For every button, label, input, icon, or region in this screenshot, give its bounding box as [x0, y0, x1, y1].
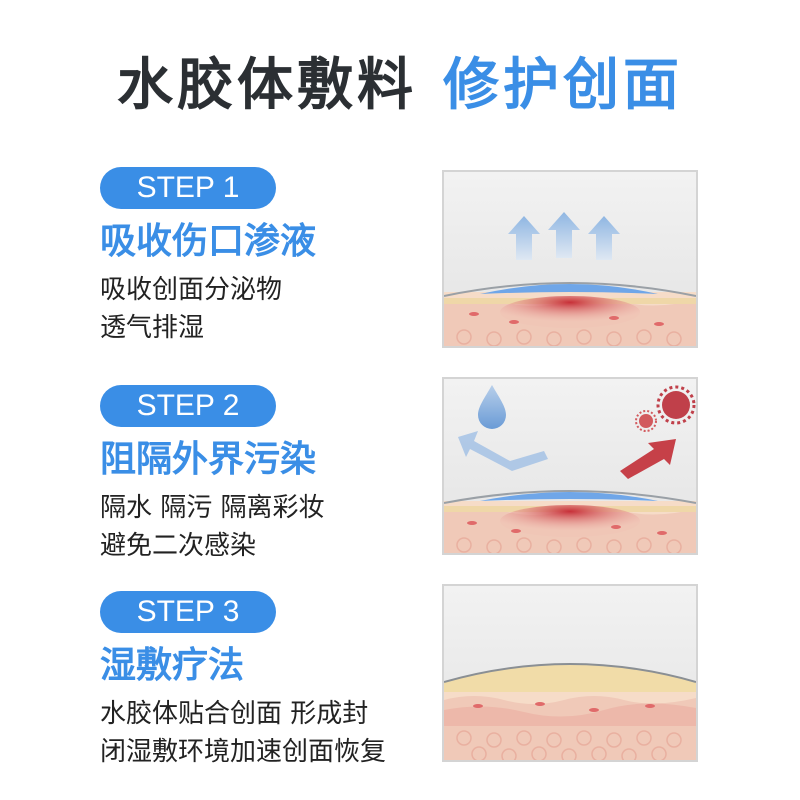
step-2-description: 隔水 隔污 隔离彩妆 避免二次感染 — [100, 489, 420, 565]
step-1-line-1: 吸收创面分泌物 — [100, 275, 283, 305]
step-1: STEP 1 吸收伤口渗液 吸收创面分泌物 透气排湿 — [100, 167, 420, 347]
step-3: STEP 3 湿敷疗法 水胶体贴合创面 形成封 闭湿敷环境加速创面恢复 — [100, 591, 420, 771]
step-2-badge: STEP 2 — [100, 385, 276, 427]
barrier-diagram — [444, 379, 696, 553]
step-2-line-1: 隔水 隔污 隔离彩妆 — [100, 493, 325, 523]
step-1-line-2: 透气排湿 — [100, 313, 205, 343]
page-title: 水胶体敷料修护创面 — [0, 40, 800, 121]
step-2: STEP 2 阻隔外界污染 隔水 隔污 隔离彩妆 避免二次感染 — [100, 385, 420, 565]
water-drop-icon — [478, 385, 506, 429]
step-1-heading: 吸收伤口渗液 — [100, 221, 317, 262]
absorb-diagram — [444, 172, 696, 346]
step-1-badge: STEP 1 — [100, 167, 276, 209]
step-3-line-2: 闭湿敷环境加速创面恢复 — [100, 737, 387, 767]
step-1-description: 吸收创面分泌物 透气排湿 — [100, 271, 420, 347]
step-2-heading: 阻隔外界污染 — [100, 439, 317, 480]
step-3-badge: STEP 3 — [100, 591, 276, 633]
up-arrow-icon — [508, 212, 620, 260]
step-1-illustration — [442, 170, 698, 348]
bounce-arrow-icon — [458, 431, 548, 471]
moist-healing-diagram — [444, 586, 696, 760]
step-3-heading: 湿敷疗法 — [100, 645, 245, 686]
step-3-illustration — [442, 584, 698, 762]
title-highlight: 修护创面 — [443, 53, 683, 118]
step-3-line-1: 水胶体贴合创面 形成封 — [100, 699, 369, 729]
step-2-line-2: 避免二次感染 — [100, 531, 257, 561]
step-3-description: 水胶体贴合创面 形成封 闭湿敷环境加速创面恢复 — [100, 695, 420, 771]
step-2-illustration — [442, 377, 698, 555]
title-main: 水胶体敷料 — [117, 53, 417, 118]
germ-icon — [635, 385, 696, 432]
